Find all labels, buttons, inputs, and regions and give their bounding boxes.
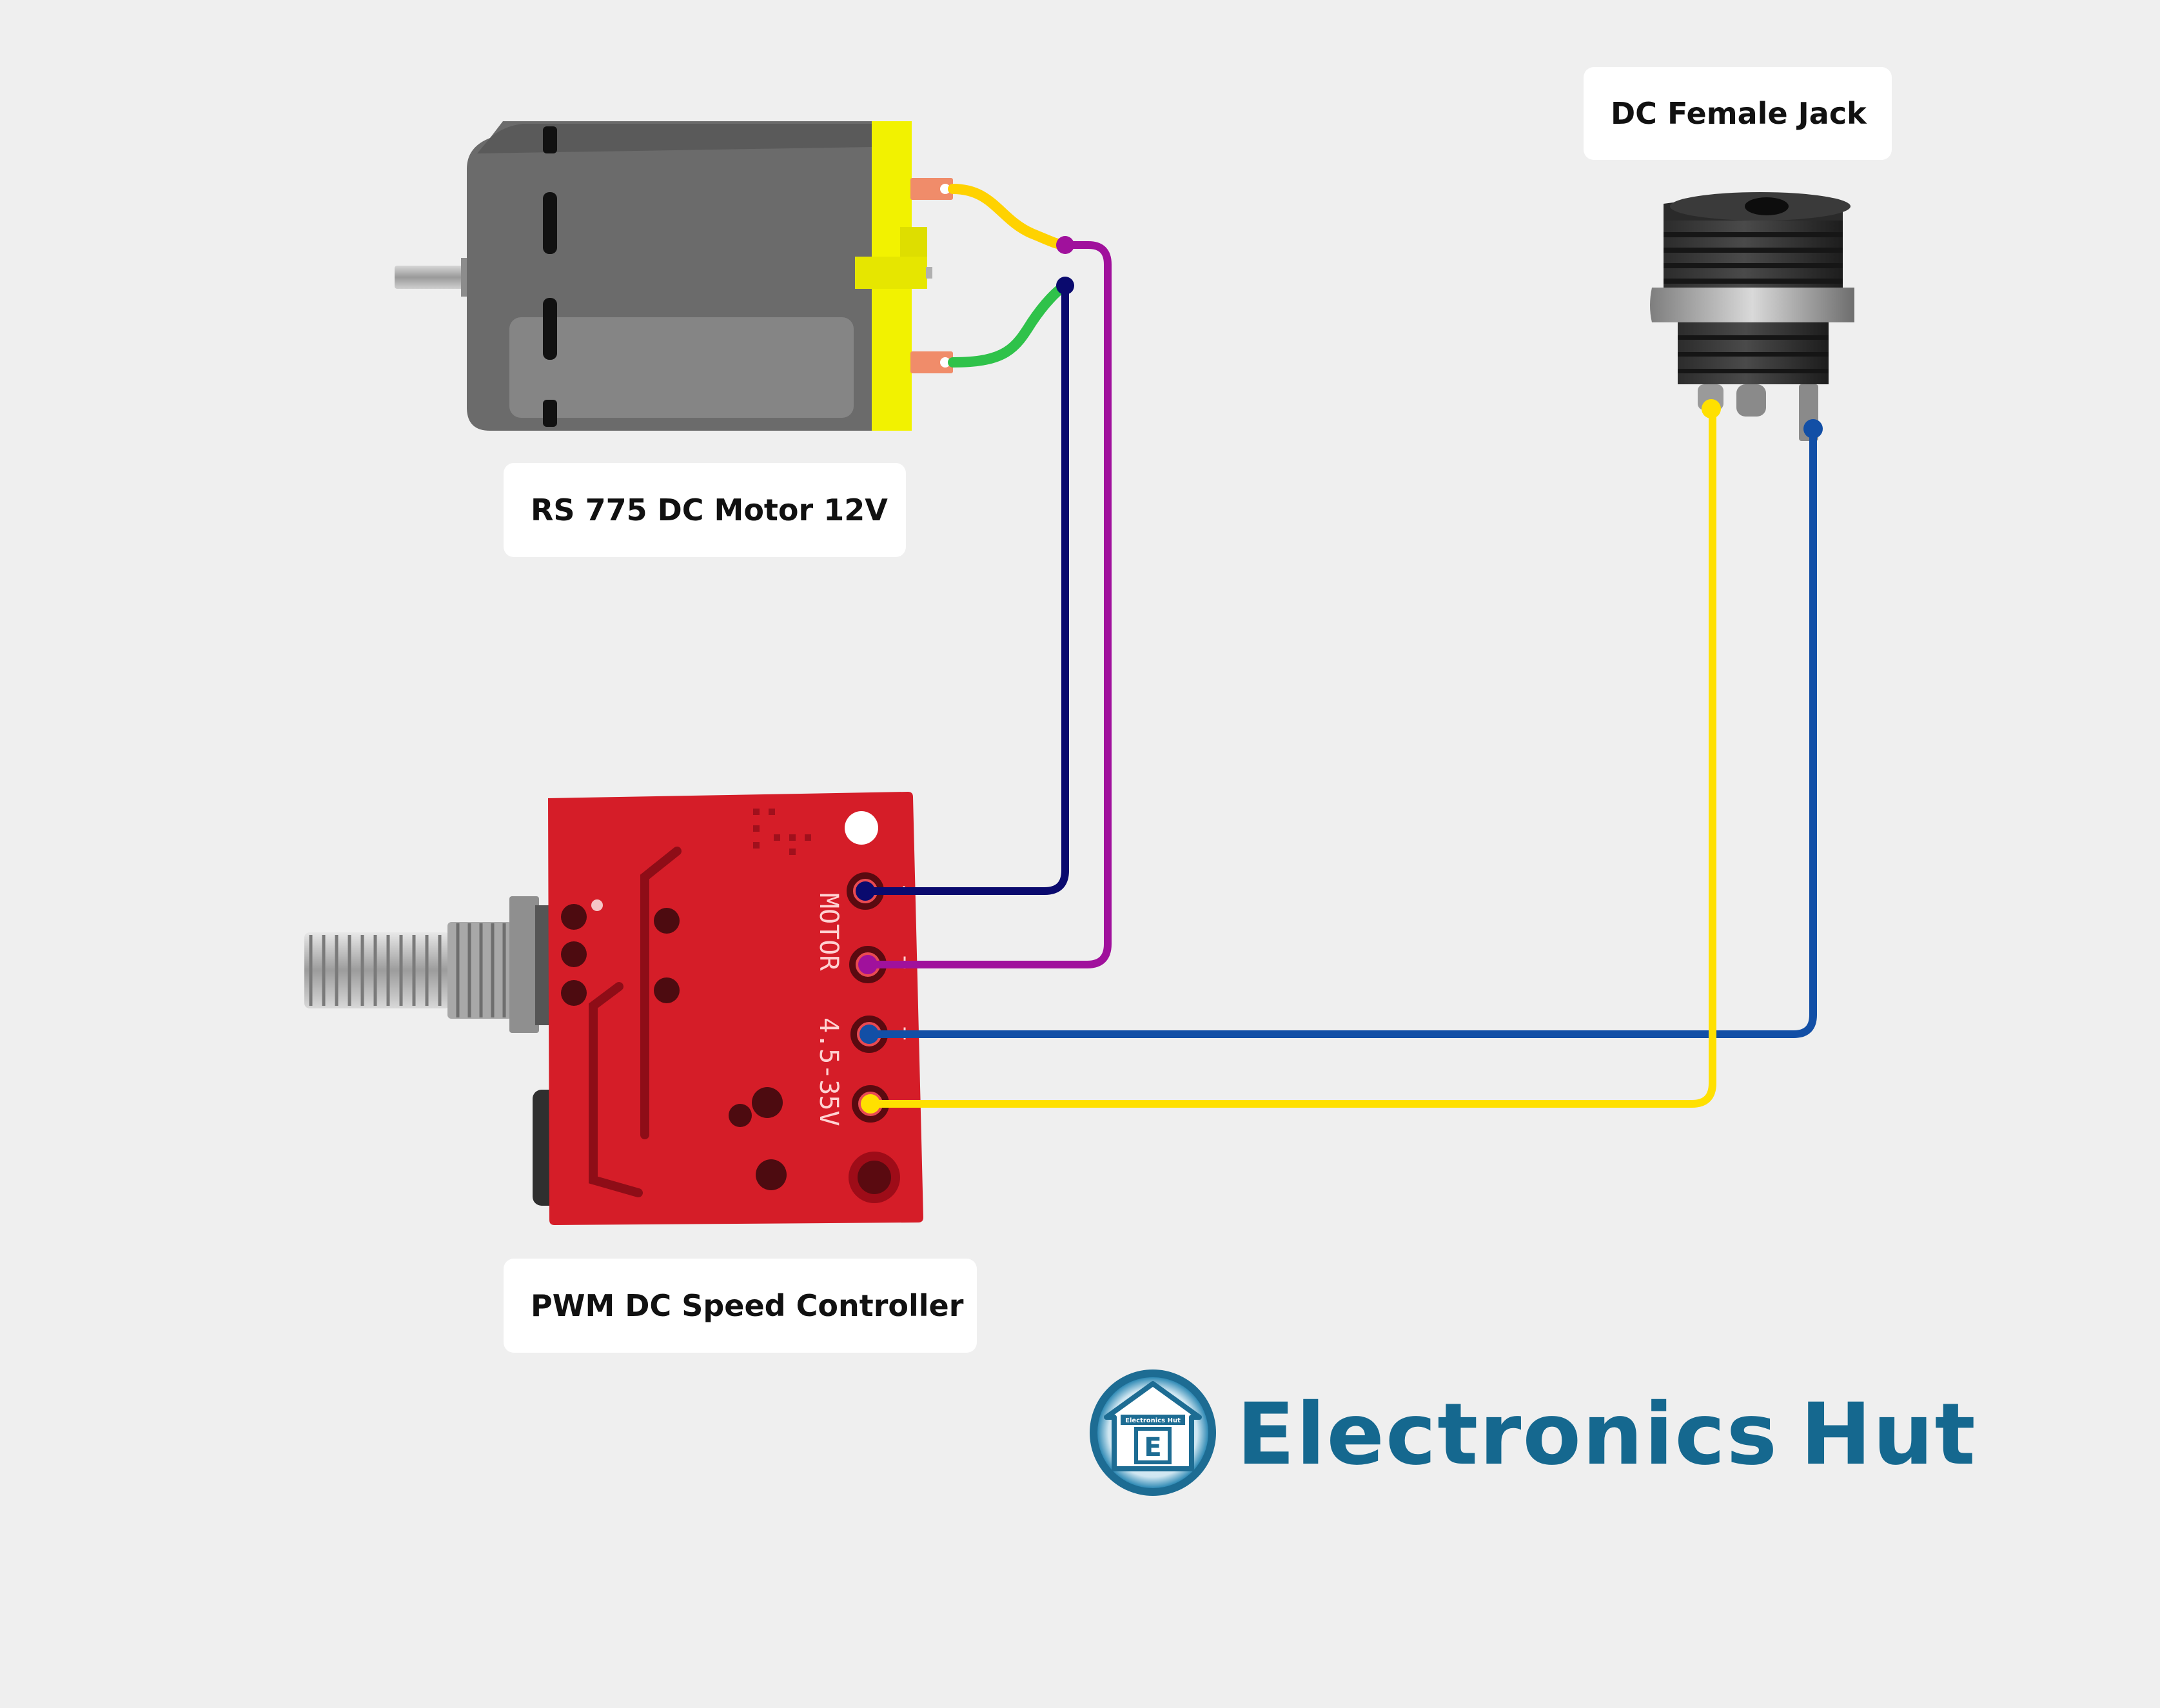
- dot-purple-motor: [1056, 236, 1074, 254]
- motor-lead-yellow: [948, 184, 1070, 250]
- wire-blue-power-plus: [865, 425, 1817, 1038]
- motor-body-top-shade: [477, 124, 872, 153]
- dot-yellow-jack: [1702, 399, 1721, 418]
- motor-slot-1: [543, 126, 557, 153]
- motor-terminal-bottom-hole: [940, 357, 950, 368]
- wire-purple-motor-plus: [864, 241, 1112, 968]
- motor-lead-green: [948, 280, 1070, 368]
- pcb-vias: [753, 809, 811, 855]
- pot-nut: [509, 896, 539, 1033]
- brand-logo: Electronics Hut E: [1090, 1369, 1216, 1496]
- jack-thread-2: [1664, 248, 1843, 253]
- dot-navy-board: [856, 881, 875, 901]
- dot-yellow-board: [861, 1094, 880, 1114]
- motor-terminal-top-hole: [940, 184, 950, 194]
- motor-endcap-hub-top: [900, 227, 927, 257]
- wire-yellow-power-minus: [867, 405, 1716, 1108]
- jack-thread-1: [1664, 232, 1843, 237]
- pot-knob-knurling: [309, 935, 442, 1006]
- brand-logo-house-icon: [1104, 1381, 1202, 1471]
- dot-purple-board: [858, 955, 878, 974]
- motor-terminal-bottom: [910, 351, 953, 373]
- pcb-trace-1: [640, 847, 682, 1139]
- jack-thread-4: [1664, 279, 1843, 284]
- dc-female-jack: [1650, 192, 1854, 441]
- motor-endcap-hub: [855, 257, 927, 289]
- brand-name-second: Hut: [1800, 1385, 1977, 1484]
- brand-name-first: Electronics: [1237, 1385, 1779, 1484]
- dot-blue-board: [859, 1025, 879, 1044]
- pot-bushing-thread: [456, 923, 506, 1017]
- jack-pin-middle: [1736, 384, 1766, 417]
- jack-hex-nut: [1650, 288, 1854, 322]
- motor-endcap-pin: [926, 267, 932, 279]
- motor-terminal-top: [910, 178, 953, 200]
- dot-blue-jack: [1803, 419, 1823, 438]
- motor-slot-4: [543, 400, 557, 427]
- jack-lower-thread-1: [1678, 335, 1829, 340]
- motor-body-lower-band: [509, 317, 854, 418]
- pcb-small-hole: [591, 899, 603, 911]
- brand-logo-letter-box: [1134, 1427, 1172, 1464]
- pcb-mount-hole-top: [845, 811, 878, 845]
- wire-junction-dots: [856, 236, 1823, 1114]
- motor-label-text: RS 775 DC Motor 12V: [531, 493, 888, 527]
- dc-motor: [395, 121, 953, 431]
- brand-logo-letter: E: [1144, 1433, 1161, 1462]
- jack-socket-hole: [1745, 197, 1789, 215]
- brand-logo-small-text: Electronics Hut: [1125, 1417, 1181, 1424]
- pcb-mount-hole-bottom: [858, 1161, 891, 1194]
- pcb-trace-2: [589, 982, 643, 1197]
- motor-shaft: [395, 266, 472, 289]
- motor-slot-2: [543, 192, 557, 254]
- jack-label: DC Female Jack: [1584, 67, 1892, 160]
- motor-label: RS 775 DC Motor 12V: [504, 463, 906, 557]
- jack-lower-thread-2: [1678, 352, 1829, 357]
- motor-slot-3: [543, 298, 557, 360]
- controller-label: PWM DC Speed Controller: [504, 1259, 977, 1353]
- wire-navy-motor-minus: [861, 282, 1069, 895]
- jack-lower-thread-3: [1678, 369, 1829, 373]
- jack-label-text: DC Female Jack: [1611, 96, 1867, 131]
- pcb-solder-joints: [561, 904, 787, 1190]
- dot-navy-motor: [1056, 277, 1074, 295]
- pcb-motor-label: MOTOR: [814, 893, 843, 971]
- pcb-voltage-label: 4.5-35V: [814, 1017, 843, 1126]
- pwm-speed-controller: MOTOR 4.5-35V - + + -: [304, 792, 923, 1225]
- jack-thread-3: [1664, 263, 1843, 268]
- brand-logo-house-band: [1121, 1415, 1185, 1425]
- controller-label-text: PWM DC Speed Controller: [531, 1288, 964, 1323]
